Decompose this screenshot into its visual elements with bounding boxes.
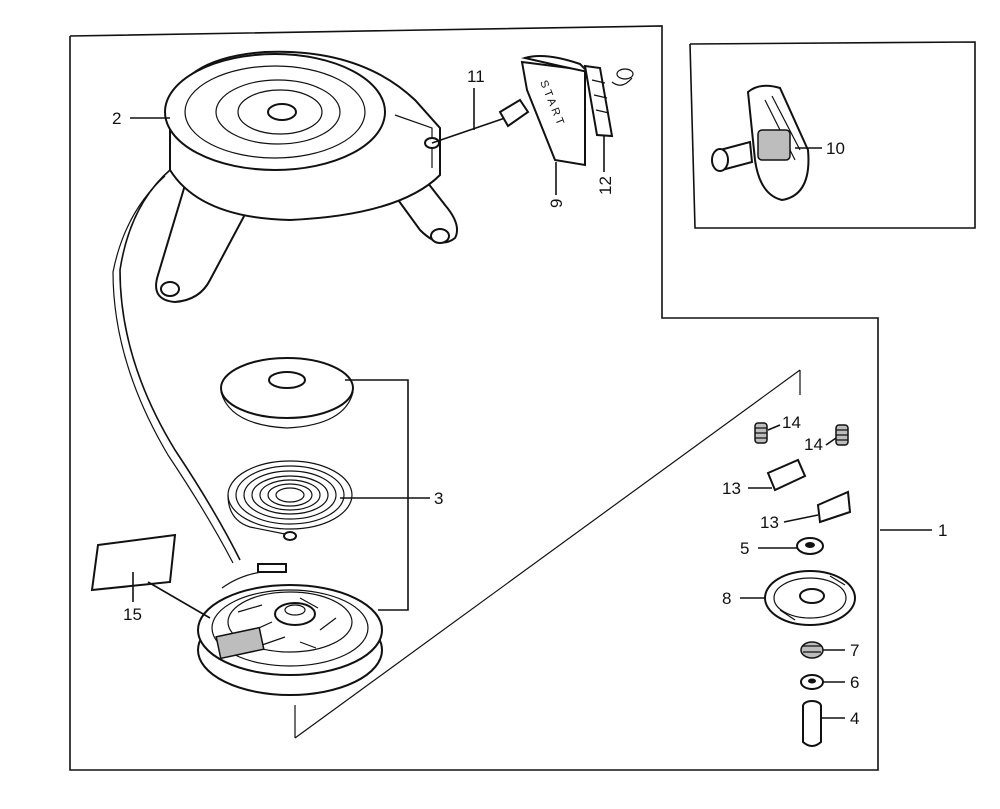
main-frame-border — [69, 25, 879, 771]
label-sticker — [90, 533, 211, 619]
callout-5: 5 — [740, 539, 749, 558]
ratchet-guide-plate — [764, 570, 856, 626]
callout-8: 8 — [722, 589, 731, 608]
friction-spring — [800, 641, 824, 659]
recoil-starter-housing — [155, 50, 458, 304]
starter-rope — [119, 169, 241, 561]
rope-insert — [583, 64, 634, 138]
callout-14b: 14 — [804, 435, 823, 454]
start-handle-with-rope: START — [431, 55, 592, 167]
callout-13b: 13 — [760, 513, 779, 532]
leader-lines — [130, 88, 932, 739]
callout-2: 2 — [112, 109, 121, 128]
center-pin — [802, 700, 822, 747]
spare-starter-grip — [711, 84, 810, 202]
callout-12: 12 — [596, 176, 615, 195]
callout-7: 7 — [850, 641, 859, 660]
callout-6: 6 — [850, 673, 859, 692]
callout-labels: 1 2 3 4 5 6 7 8 9 10 11 12 13 13 14 14 1… — [112, 67, 947, 728]
callout-11: 11 — [467, 67, 485, 86]
ratchet-springs — [754, 422, 849, 446]
inset-frame-border — [689, 41, 976, 229]
starter-pulley — [197, 563, 383, 696]
callout-10: 10 — [826, 139, 845, 158]
callout-3: 3 — [434, 489, 443, 508]
callout-15: 15 — [123, 605, 142, 624]
return-spring — [227, 460, 353, 541]
callout-14a: 14 — [782, 413, 801, 432]
center-washer — [800, 674, 824, 690]
friction-washer — [796, 537, 824, 555]
ratchet-pawls — [766, 458, 852, 524]
spring-cover-plate — [220, 357, 354, 429]
callout-9: 9 — [547, 199, 566, 208]
callout-13a: 13 — [722, 479, 741, 498]
callout-1: 1 — [938, 521, 947, 540]
callout-4: 4 — [850, 709, 859, 728]
